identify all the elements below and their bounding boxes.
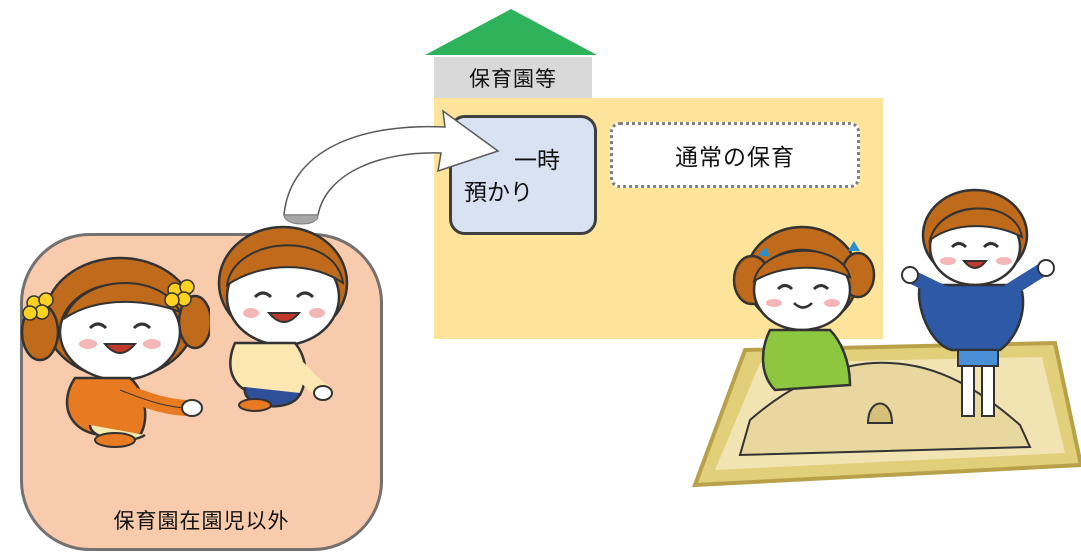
- temporary-care-line1: 一時: [514, 148, 560, 174]
- curved-arrow-icon: [283, 109, 500, 225]
- outside-children-label: 保育園在園児以外: [113, 509, 290, 533]
- temporary-care-line2: 預かり: [464, 180, 533, 206]
- sandbox-play-illustration: [692, 188, 1081, 488]
- crouching-girl-illustration: [20, 256, 210, 448]
- crouching-boy-illustration: [217, 225, 349, 412]
- facility-label: 保育園等: [434, 57, 592, 99]
- regular-care-box: 通常の保育: [610, 122, 860, 188]
- roof-icon: [425, 9, 597, 55]
